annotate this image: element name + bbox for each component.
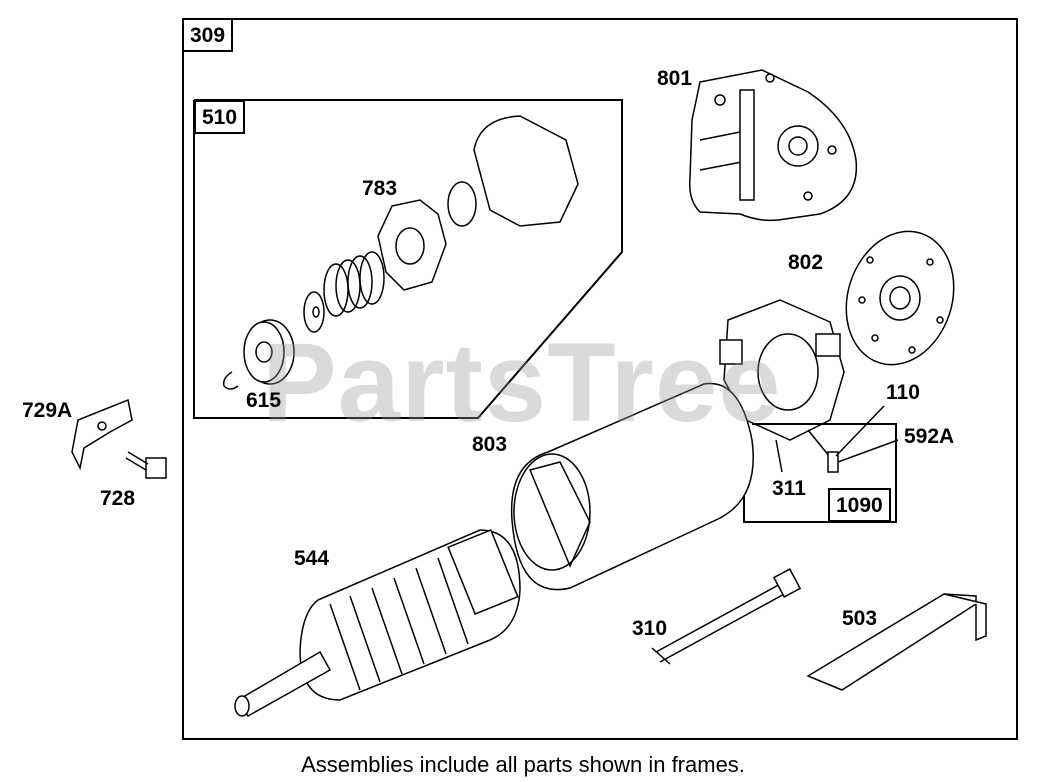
label-592a: 592A xyxy=(904,425,955,448)
part-544-armature xyxy=(234,529,521,718)
frame-label-1090: 1090 xyxy=(828,488,891,522)
label-802: 802 xyxy=(788,251,824,274)
part-503-strip xyxy=(806,593,987,691)
part-803-housing xyxy=(510,382,754,591)
label-311: 311 xyxy=(772,477,806,500)
label-783: 783 xyxy=(362,177,398,200)
label-544: 544 xyxy=(294,547,330,570)
part-729a-clip xyxy=(71,398,133,471)
footnote-caption: Assemblies include all parts shown in fr… xyxy=(301,752,745,777)
label-110: 110 xyxy=(886,381,920,404)
label-729a: 729A xyxy=(22,399,73,422)
assembly-frame-309 xyxy=(182,18,1018,740)
part-spring xyxy=(323,251,385,317)
part-310-bolt xyxy=(651,568,802,665)
part-802-endplate xyxy=(845,230,955,366)
label-728: 728 xyxy=(100,487,136,510)
label-803: 803 xyxy=(472,433,508,456)
part-510-clutch xyxy=(222,115,579,390)
frame-label-510: 510 xyxy=(194,100,246,134)
label-801: 801 xyxy=(657,67,693,90)
part-brush-holder xyxy=(719,299,845,473)
label-310: 310 xyxy=(632,617,668,640)
part-801-bracket xyxy=(688,69,858,222)
frame-label-309: 309 xyxy=(182,18,234,52)
label-615: 615 xyxy=(246,389,282,412)
part-728-screw xyxy=(125,451,167,479)
part-615-collar xyxy=(243,319,295,385)
frame-510-outline xyxy=(193,99,623,419)
label-503: 503 xyxy=(842,607,878,630)
watermark: PartsTree xyxy=(262,320,782,445)
